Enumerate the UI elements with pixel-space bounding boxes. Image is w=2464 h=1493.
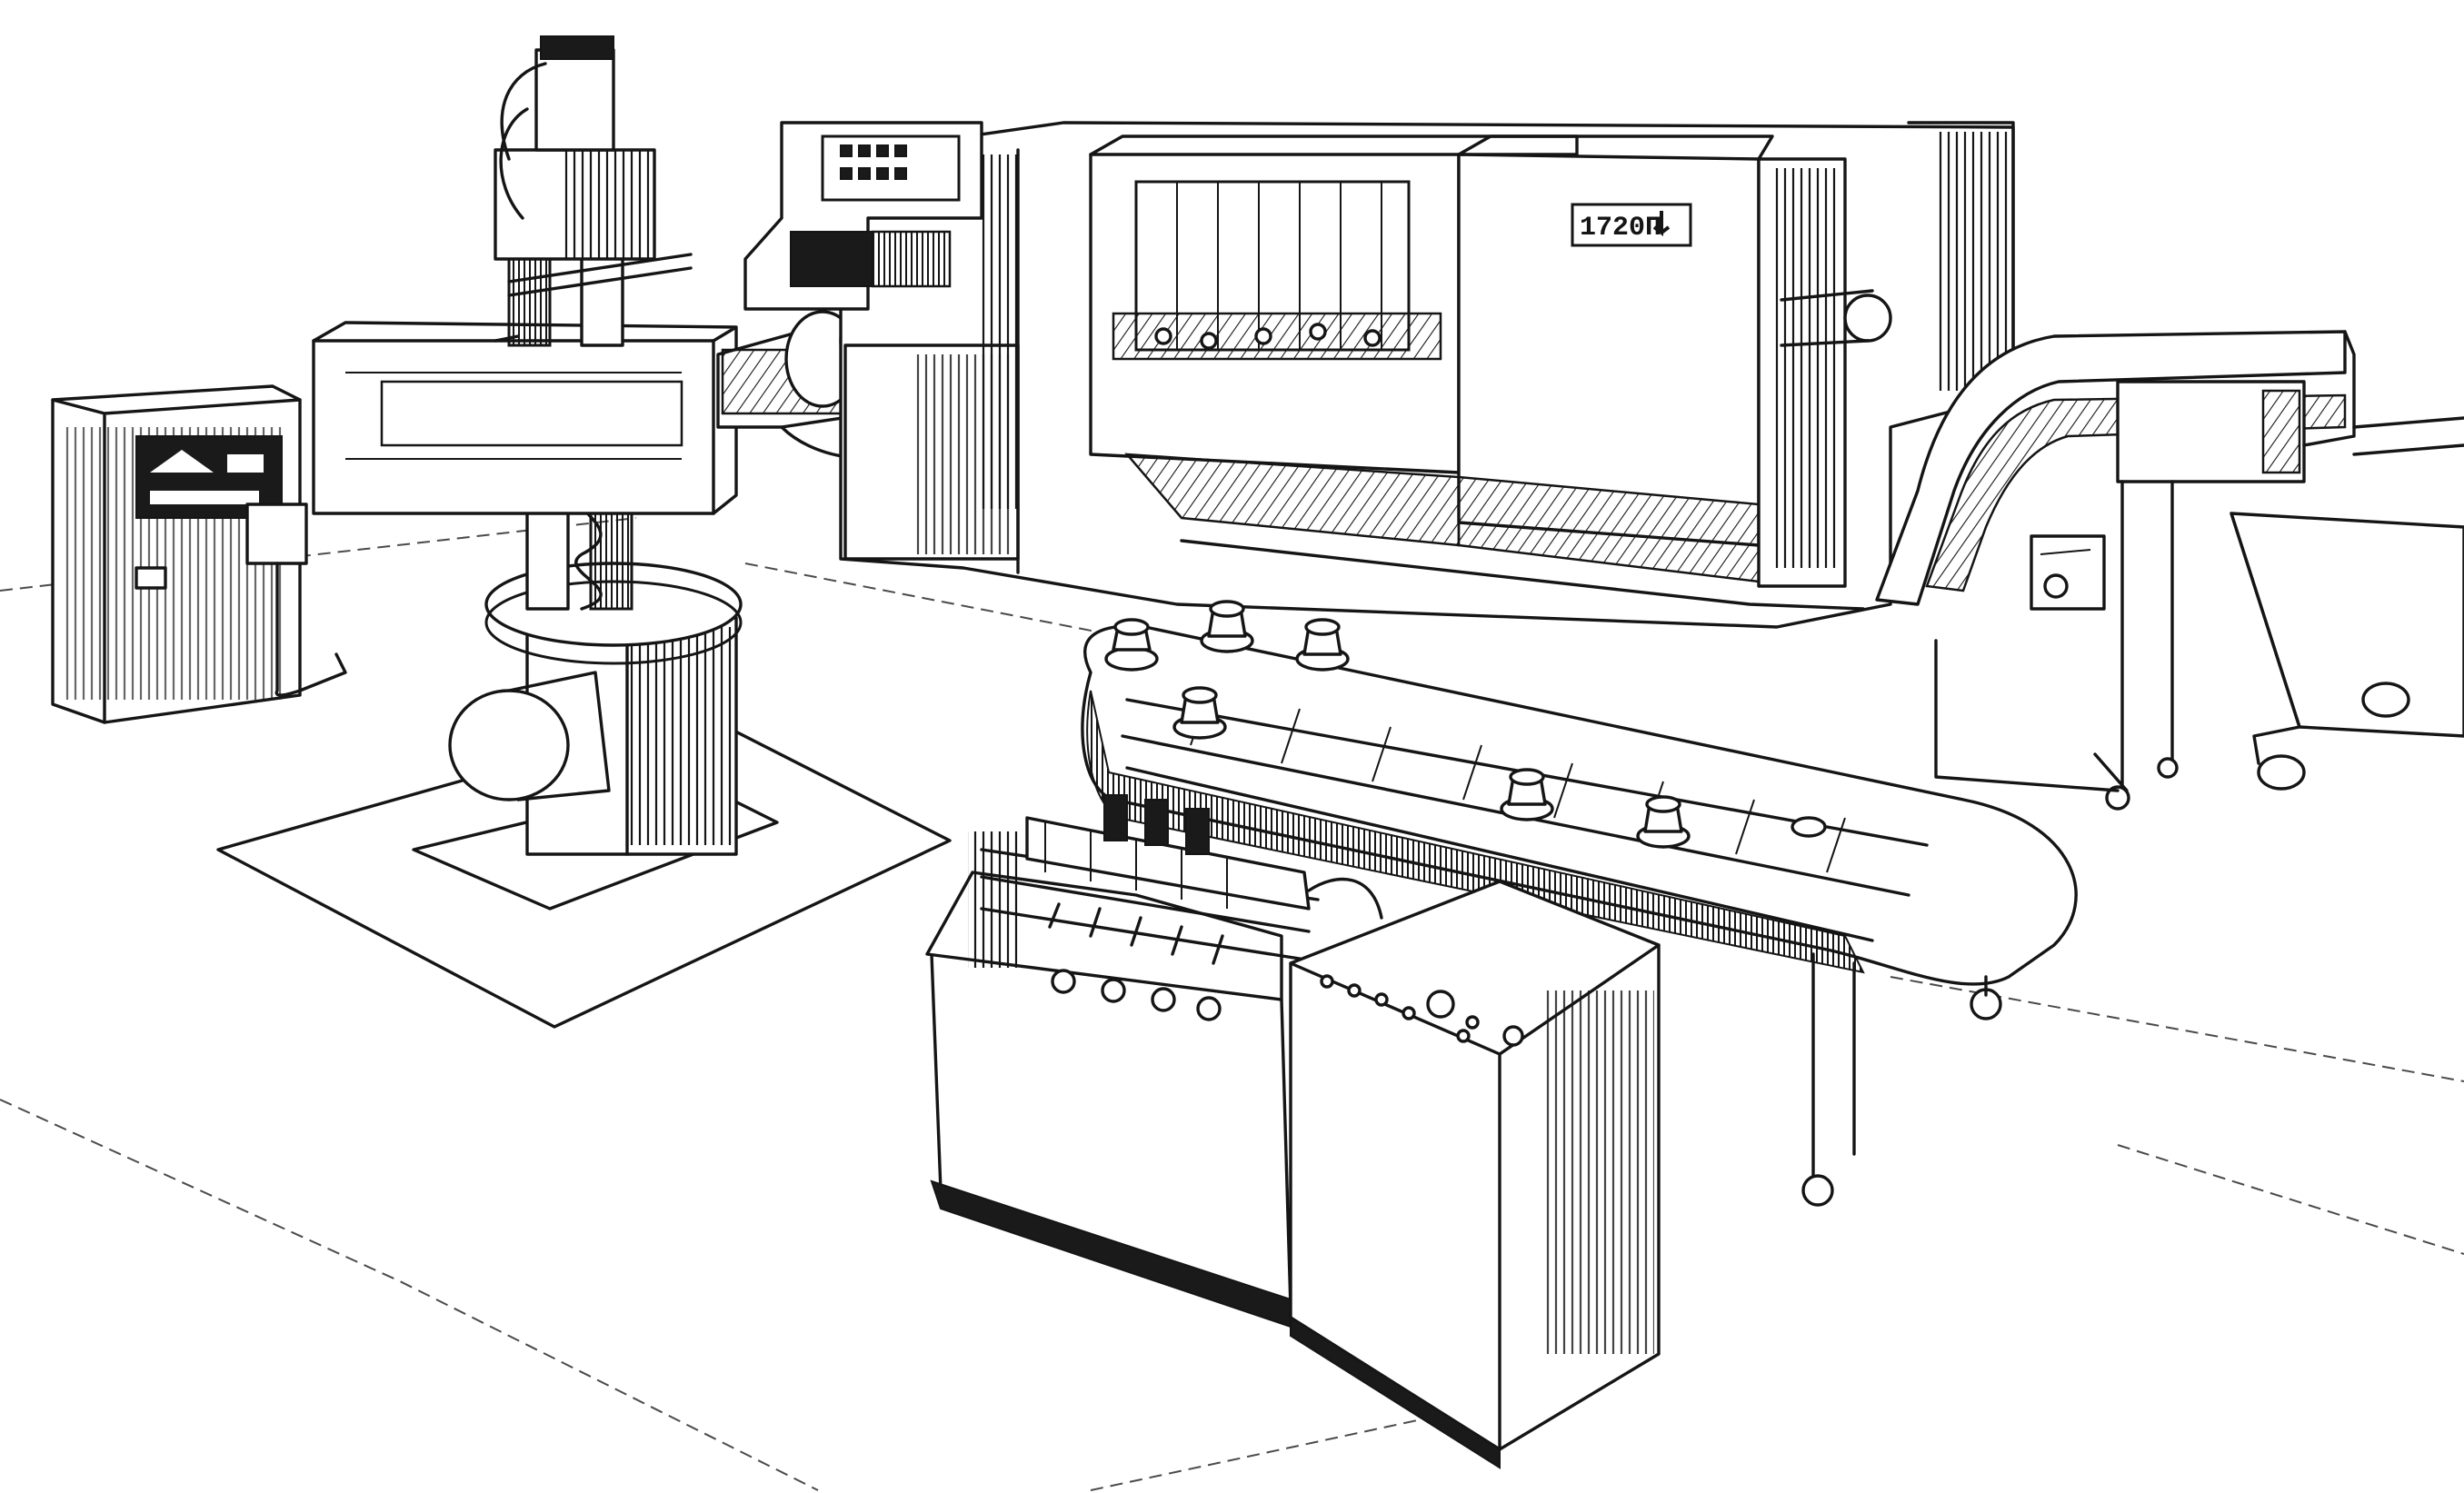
workpiece-4 xyxy=(1172,686,1227,740)
robot-arm-housing xyxy=(312,339,715,515)
robot-top-motor xyxy=(534,48,615,152)
chute-warning-stripes xyxy=(2261,389,2301,474)
parts-collection-bin xyxy=(2230,512,2464,791)
industrial-robot-manipulator xyxy=(312,35,779,911)
cabinet-handle xyxy=(135,566,167,590)
discharge-chute-conveyor xyxy=(1875,330,2464,811)
cnc-lathe-machine: 1720П xyxy=(743,121,2015,629)
lathe-model-plate xyxy=(1571,203,1692,247)
electrical-cabinet xyxy=(51,384,347,724)
workpiece-1 xyxy=(1104,618,1159,672)
junction-box xyxy=(245,503,308,565)
lathe-model-label: 1720П xyxy=(1580,213,1661,244)
cabinet-main-switch xyxy=(1426,990,1455,1019)
workpiece-6 xyxy=(1636,795,1691,849)
workpiece-7 xyxy=(1791,816,1827,838)
control-panel-screen xyxy=(790,231,873,287)
lathe-tailstock-motor xyxy=(1843,294,1892,343)
workpiece-5 xyxy=(1500,768,1554,821)
workpiece-blanks xyxy=(1104,600,1827,849)
robot-motor xyxy=(448,689,570,801)
workpiece-2 xyxy=(1200,600,1254,653)
loading-feeder-unit xyxy=(925,794,1661,1469)
pallet-conveyor xyxy=(1081,624,2078,1207)
workpiece-3 xyxy=(1295,618,1350,672)
chute-control-box xyxy=(2030,534,2106,611)
